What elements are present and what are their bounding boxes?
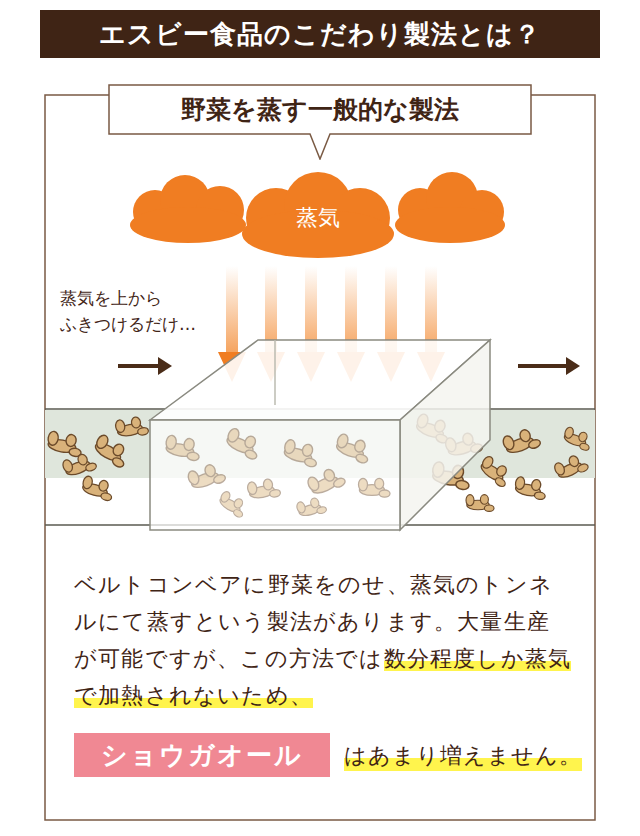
ginger <box>164 427 390 519</box>
frame <box>45 95 595 820</box>
body-text: ベルトコンベアに野菜をのせ、蒸気のトンネルにて蒸すという製法があります。大量生産… <box>74 566 572 714</box>
node-text: 野菜を蒸す一般的な製法 <box>108 84 532 134</box>
title-band: エスビー食品のこだわり製法とは？ <box>40 10 600 58</box>
steam-cloud: 蒸気 <box>238 170 398 262</box>
node-text: 蒸気 <box>238 178 398 258</box>
title-text: エスビー食品のこだわり製法とは？ <box>99 17 541 52</box>
steam-tunnel <box>150 340 490 530</box>
highlighted-text: はあまり増えません。 <box>344 741 582 771</box>
heading-banner: 野菜を蒸す一般的な製法 <box>108 84 532 160</box>
node-text: ショウガオール <box>74 733 330 777</box>
annotation: 蒸気を上から ふきつけるだけ… <box>60 285 230 337</box>
highlight-box: ショウガオール <box>74 733 330 777</box>
